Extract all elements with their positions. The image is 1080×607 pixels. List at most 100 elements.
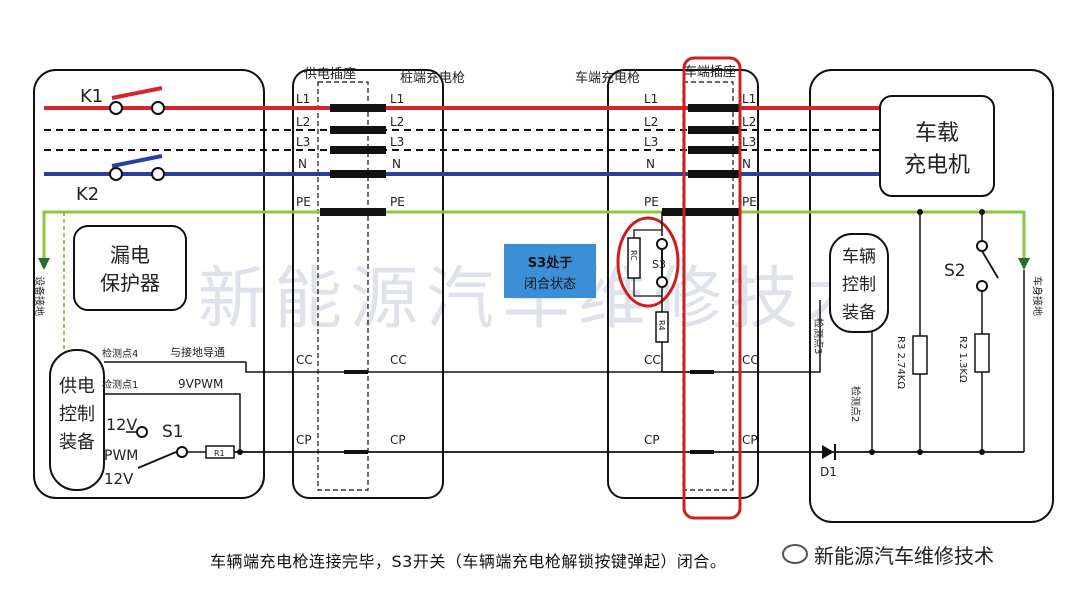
detect4-wire-down (245, 362, 690, 373)
pe-right-arrow (1018, 258, 1030, 270)
detect4-label: 检测点4 (102, 347, 138, 360)
k2-switch (109, 154, 165, 181)
wire-l1-pile: L1 (390, 92, 404, 106)
s3-contact-top (656, 238, 668, 250)
leakage-line2: 保护器 (100, 271, 160, 295)
status-line2: 闭合状态 (524, 277, 576, 292)
k2-label: K2 (76, 184, 99, 205)
wire-l1-vgun: L1 (644, 92, 658, 106)
wire-l3-vgun: L3 (644, 135, 658, 149)
right-panel-box (809, 69, 1054, 523)
leakage-protector-box (73, 225, 187, 311)
s1-contact-top (136, 426, 148, 438)
wire-cp-left: CP (296, 433, 312, 447)
body-ground-label: 车身接地 (1031, 276, 1044, 316)
r3-resistor (912, 335, 928, 375)
wire-cp-pile: CP (390, 433, 406, 447)
wire-n-left: N (298, 157, 307, 171)
d1-label: D1 (820, 465, 837, 479)
r3-label: R3 2.74KΩ (895, 336, 906, 389)
wire-n-vgun: N (646, 157, 655, 171)
wire-l2-left: L2 (296, 115, 310, 129)
r1-label: R1 (214, 449, 225, 458)
v12-label: 12V (106, 415, 137, 434)
wire-l2-vsock: L2 (742, 115, 756, 129)
charger-line2: 充电机 (904, 153, 970, 178)
wire-n-vsock: N (742, 157, 751, 171)
wire-l3-pile: L3 (390, 135, 404, 149)
left-panel-box (33, 69, 265, 499)
detect1-label: 检测点1 (102, 378, 138, 391)
wire-cp-vsock: CP (742, 433, 758, 447)
supply-ctrl-line3: 装备 (59, 432, 95, 453)
logo-watermark-text: 新能源汽车维修技术 (814, 544, 994, 568)
wire-pe-vgun: PE (644, 195, 659, 209)
v12b-label: 12V (104, 470, 134, 488)
wire-l2-vgun: L2 (644, 115, 658, 129)
pwm-label: PWM (104, 448, 138, 464)
wire-pe-vsock: PE (742, 195, 757, 209)
wire-pe-left: PE (296, 195, 311, 209)
s3-contact-bottom (656, 276, 668, 288)
wire-l3-vsock: L3 (742, 135, 756, 149)
supply-socket-dashed (317, 81, 369, 491)
wire-pe-pile: PE (390, 195, 405, 209)
detect2-label: 检测点2 (849, 386, 862, 422)
s3-highlight-ellipse (616, 216, 680, 308)
r4-to-cc (661, 342, 690, 373)
supply-control-box (49, 349, 105, 491)
cc-right-wire (714, 300, 821, 373)
s3-label: S3 (652, 258, 666, 271)
s1-blade (137, 451, 177, 469)
diagram-caption: 车辆端充电枪连接完毕，S3开关（车辆端充电枪解锁按键弹起）闭合。 (210, 552, 727, 571)
s3-status-box (504, 244, 596, 298)
wire-cc-pile: CC (390, 353, 407, 367)
detect4-note: 与接地导通 (170, 346, 225, 359)
s2-contact-bottom (976, 280, 988, 292)
charger-line1: 车载 (915, 121, 959, 146)
s2-pe-junction (979, 209, 985, 215)
vehicle-ctrl-line1: 车辆 (842, 247, 876, 267)
wire-cc-vsock: CC (742, 353, 759, 367)
logo-watermark: 新能源汽车维修技术 (782, 540, 994, 569)
wire-l1-left: L1 (296, 92, 310, 106)
detect1-note: 9VPWM (178, 377, 223, 391)
r2-resistor (974, 333, 990, 373)
wire-n-pile: N (392, 157, 401, 171)
wire-l3-left: L3 (296, 135, 310, 149)
r3-junction (917, 449, 923, 455)
detect1-wire (104, 393, 241, 452)
r4-label: R4 (657, 320, 666, 331)
wire-l2-pile: L2 (390, 115, 404, 129)
vehicle-ctrl-line2: 控制 (842, 275, 876, 295)
pe-ground-wire (42, 210, 1026, 260)
wechat-icon (782, 544, 808, 564)
pe-left-arrow (38, 258, 50, 270)
s2-contact-top (976, 240, 988, 252)
s1-label: S1 (162, 422, 184, 442)
equipment-ground-label: 设备接地 (33, 276, 46, 316)
detect3-label: 检测点3 (812, 318, 825, 354)
wire-cc-vgun: CC (644, 353, 661, 367)
k1-label: K1 (80, 86, 103, 107)
vehicle-control-box (829, 233, 889, 333)
onboard-charger-box (879, 95, 995, 197)
s1-contact-pivot (176, 446, 188, 458)
r2-label: R2 1.3KΩ (957, 336, 968, 383)
vehicle-socket-title: 车端插座 (684, 64, 736, 80)
pile-gun-box (292, 69, 444, 499)
vehicle-socket-highlight (682, 56, 742, 520)
d1-diode (822, 445, 834, 459)
pile-gun-title: 桩端充电枪 (400, 70, 465, 86)
s3-rc-wire-bottom (633, 278, 662, 297)
supply-ctrl-line2: 控制 (59, 404, 95, 425)
vehicle-ctrl-line3: 装备 (842, 303, 876, 323)
rc-label: RC (629, 250, 638, 261)
s2-blade (981, 250, 999, 279)
s2-label: S2 (944, 261, 966, 281)
supply-socket-title: 供电插座 (304, 67, 356, 82)
k1-switch (109, 86, 165, 115)
vehicle-gun-title: 车端充电枪 (575, 70, 640, 86)
leakage-line1: 漏电 (110, 243, 150, 267)
